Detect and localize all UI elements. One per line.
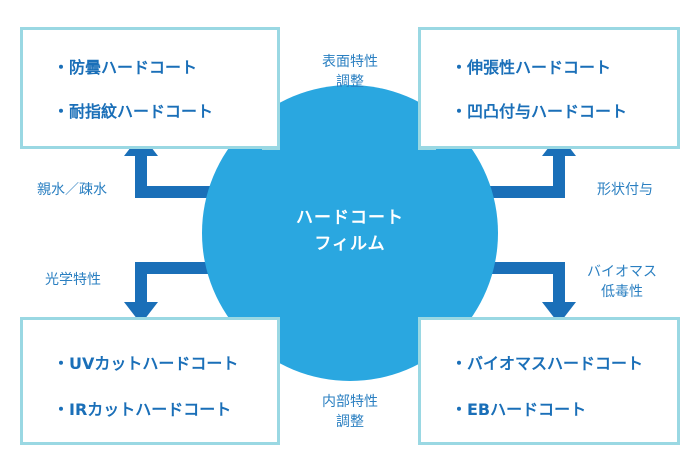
box-item: ・EBハードコート bbox=[451, 400, 587, 419]
label-internal-adjustment: 内部特性 調整 bbox=[300, 392, 400, 432]
label-line: 調整 bbox=[336, 74, 364, 90]
box-top-right: ・伸張性ハードコート ・凹凸付与ハードコート bbox=[418, 27, 680, 149]
box-item: ・耐指紋ハードコート bbox=[53, 102, 214, 121]
center-title-line1: ハードコート bbox=[296, 208, 404, 228]
box-bottom-left: ・UVカットハードコート ・IRカットハードコート bbox=[20, 317, 280, 445]
box-item: ・凹凸付与ハードコート bbox=[451, 102, 628, 121]
label-line: 低毒性 bbox=[601, 284, 643, 300]
box-item: ・IRカットハードコート bbox=[53, 400, 232, 419]
label-biomass-low-toxicity: バイオマス 低毒性 bbox=[572, 262, 672, 302]
box-top-left: ・防曇ハードコート ・耐指紋ハードコート bbox=[20, 27, 280, 149]
label-line: 調整 bbox=[336, 414, 364, 430]
label-hydrophilic-hydrophobic: 親水／疎水 bbox=[37, 182, 107, 198]
label-line: 表面特性 bbox=[322, 54, 378, 70]
label-surface-adjustment: 表面特性 調整 bbox=[300, 52, 400, 92]
label-line: 内部特性 bbox=[322, 394, 378, 410]
box-item: ・バイオマスハードコート bbox=[451, 354, 644, 373]
label-optical-properties: 光学特性 bbox=[45, 272, 101, 288]
center-title: ハードコート フィルム bbox=[260, 205, 440, 257]
box-bottom-right: ・バイオマスハードコート ・EBハードコート bbox=[418, 317, 680, 445]
center-title-line2: フィルム bbox=[314, 234, 386, 254]
center-circle bbox=[202, 85, 498, 381]
box-item: ・UVカットハードコート bbox=[53, 354, 239, 373]
box-item: ・防曇ハードコート bbox=[53, 58, 198, 77]
label-shape-giving: 形状付与 bbox=[597, 182, 653, 198]
label-line: バイオマス bbox=[587, 264, 657, 280]
box-item: ・伸張性ハードコート bbox=[451, 58, 612, 77]
